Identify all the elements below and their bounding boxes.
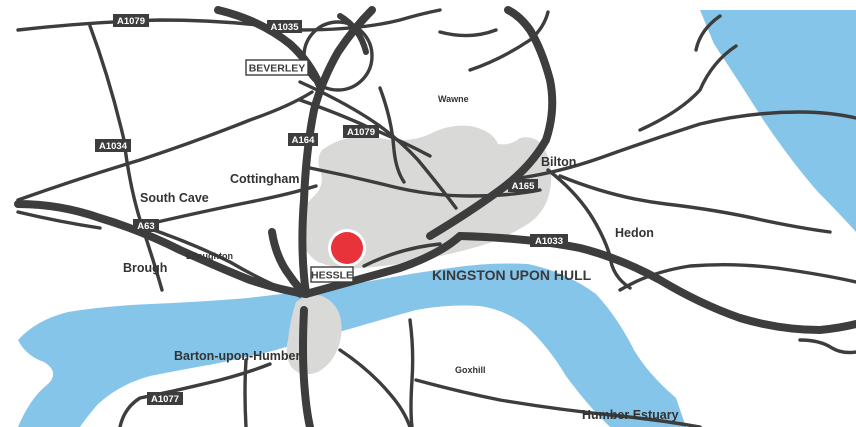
road-shield-a1033: A1033 bbox=[530, 234, 568, 247]
place-label-south-cave: South Cave bbox=[140, 191, 209, 205]
town-label: HESSLE bbox=[311, 270, 353, 282]
place-label-barton-upon-humber: Barton-upon-Humber bbox=[174, 349, 301, 363]
place-label-cottingham: Cottingham bbox=[230, 172, 299, 186]
place-label-hedon: Hedon bbox=[615, 226, 654, 240]
road-shield-a1035: A1035 bbox=[267, 20, 302, 33]
road-label: A164 bbox=[292, 135, 315, 146]
road-shield-a165: A165 bbox=[508, 179, 538, 192]
road-label: A1033 bbox=[535, 236, 563, 247]
town-box-hessle[interactable]: HESSLE bbox=[310, 266, 354, 283]
road-shield-a1079-e: A1079 bbox=[343, 125, 379, 138]
beverley-ring-road bbox=[302, 20, 374, 92]
road-label: A1079 bbox=[347, 127, 375, 138]
water-layer bbox=[18, 10, 856, 427]
sea bbox=[700, 10, 856, 232]
road-shield-a1077: A1077 bbox=[147, 392, 183, 405]
place-label-bilton: Bilton bbox=[541, 155, 576, 169]
road-shield-a1034: A1034 bbox=[95, 139, 131, 152]
town-label: BEVERLEY bbox=[249, 63, 306, 75]
location-pin-icon[interactable] bbox=[328, 229, 366, 267]
humber-estuary bbox=[18, 263, 686, 427]
road-label: A1079 bbox=[117, 16, 145, 27]
road-label: A1034 bbox=[99, 141, 128, 152]
place-label-elloughton: Elloughton bbox=[186, 251, 233, 261]
road-label: A1077 bbox=[151, 394, 179, 405]
place-label-wawne: Wawne bbox=[438, 94, 469, 104]
road-shield-a63: A63 bbox=[133, 219, 159, 232]
place-label-brough: Brough bbox=[123, 261, 167, 275]
place-label-kingston-upon-hull: KINGSTON UPON HULL bbox=[432, 267, 592, 283]
road-shield-a164: A164 bbox=[288, 133, 318, 146]
place-label-goxhill: Goxhill bbox=[455, 365, 486, 375]
road-shield-a1079-nw: A1079 bbox=[113, 14, 149, 27]
place-label-humber-estuary: Humber Estuary bbox=[582, 408, 679, 422]
road-label: A1035 bbox=[271, 22, 300, 33]
hull-urban-area bbox=[299, 125, 552, 269]
road-label: A63 bbox=[137, 221, 154, 232]
road-label: A165 bbox=[512, 181, 535, 192]
town-box-beverley[interactable]: BEVERLEY bbox=[245, 59, 309, 76]
